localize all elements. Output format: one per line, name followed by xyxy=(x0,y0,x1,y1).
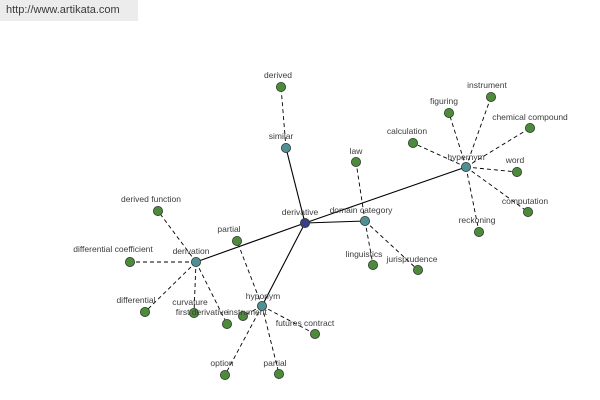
node-calculation[interactable] xyxy=(407,137,418,148)
edge-hypernym-calculation xyxy=(412,142,467,168)
node-label-hypernym[interactable]: hypernym xyxy=(447,152,484,162)
edge-hyponym-futures_contract xyxy=(261,305,316,335)
edge-derivative-similar xyxy=(285,147,306,224)
node-label-chemical_compound[interactable]: chemical compound xyxy=(492,112,568,122)
edge-hyponym-partial_d xyxy=(236,240,263,307)
edge-domain-jurisprudence xyxy=(364,220,419,271)
node-label-derivative[interactable]: derivative xyxy=(282,207,319,217)
node-label-linguistics[interactable]: linguistics xyxy=(346,249,383,259)
source-url-banner[interactable]: http://www.artikata.com xyxy=(0,0,138,21)
edge-hypernym-instrument_h xyxy=(465,96,492,168)
node-label-derived_function[interactable]: derived function xyxy=(121,194,181,204)
edge-derivative-hypernym xyxy=(304,166,467,224)
edge-derivation-first_derivative xyxy=(195,261,228,325)
node-label-derivation[interactable]: derivation xyxy=(173,246,210,256)
node-differential[interactable] xyxy=(139,306,150,317)
node-label-similar[interactable]: similar xyxy=(269,131,294,141)
node-label-option[interactable]: option xyxy=(210,358,233,368)
node-label-domain[interactable]: domain category xyxy=(330,205,394,215)
node-hyponym[interactable] xyxy=(256,300,267,311)
node-label-law[interactable]: law xyxy=(350,146,364,156)
node-chemical_compound[interactable] xyxy=(525,123,536,134)
edge-derivation-curvature xyxy=(193,261,197,314)
edge-hypernym-word xyxy=(465,166,518,173)
edge-domain-law xyxy=(355,161,366,222)
node-partial_y[interactable] xyxy=(273,368,284,379)
node-futures_contract[interactable] xyxy=(309,328,320,339)
node-label-word[interactable]: word xyxy=(505,155,525,165)
node-instrument_y[interactable] xyxy=(237,310,248,321)
node-label-instrument_h[interactable]: instrument xyxy=(467,80,507,90)
node-label-instrument_y[interactable]: instrument xyxy=(227,307,267,317)
edge-derivative-derivation xyxy=(195,222,306,263)
node-label-first_derivative[interactable]: first derivative xyxy=(176,307,229,317)
edge-derivative-hyponym xyxy=(261,222,306,307)
node-label-derived[interactable]: derived xyxy=(264,70,292,80)
edge-hypernym-figuring xyxy=(448,112,467,168)
node-option[interactable] xyxy=(219,369,230,380)
node-label-differential_coefficient[interactable]: differential coefficient xyxy=(73,244,153,254)
node-jurisprudence[interactable] xyxy=(412,264,423,275)
node-label-calculation[interactable]: calculation xyxy=(387,126,427,136)
edge-hypernym-chemical_compound xyxy=(465,127,531,168)
node-instrument_h[interactable] xyxy=(485,92,496,103)
edge-derivation-derived_function xyxy=(157,210,197,263)
node-figuring[interactable] xyxy=(443,108,454,119)
node-derivative[interactable] xyxy=(299,217,310,228)
node-partial_d[interactable] xyxy=(231,235,242,246)
node-label-computation[interactable]: computation xyxy=(502,196,549,206)
edge-hyponym-option xyxy=(224,305,263,376)
node-word[interactable] xyxy=(512,166,523,177)
node-label-hyponym[interactable]: hyponym xyxy=(246,291,281,301)
node-reckoning[interactable] xyxy=(473,226,484,237)
edge-hypernym-computation xyxy=(465,166,529,213)
node-label-figuring[interactable]: figuring xyxy=(430,96,458,106)
edge-hyponym-partial_y xyxy=(261,305,280,375)
edge-similar-derived xyxy=(280,86,287,149)
node-label-differential[interactable]: differential xyxy=(116,295,155,305)
node-derivation[interactable] xyxy=(190,256,201,267)
node-first_derivative[interactable] xyxy=(221,318,232,329)
node-similar[interactable] xyxy=(280,142,291,153)
node-label-jurisprudence[interactable]: jurisprudence xyxy=(385,254,437,264)
node-label-reckoning[interactable]: reckoning xyxy=(459,215,496,225)
node-domain[interactable] xyxy=(359,215,370,226)
node-computation[interactable] xyxy=(523,206,534,217)
node-derived_function[interactable] xyxy=(152,205,163,216)
node-linguistics[interactable] xyxy=(367,259,378,270)
node-differential_coefficient[interactable] xyxy=(125,256,136,267)
node-label-futures_contract[interactable]: futures contract xyxy=(276,318,335,328)
edge-derivation-differential xyxy=(144,261,197,313)
node-label-curvature[interactable]: curvature xyxy=(172,297,208,307)
edge-domain-linguistics xyxy=(364,220,374,266)
node-label-partial_y[interactable]: partial xyxy=(263,358,286,368)
edge-derivative-domain xyxy=(304,220,366,224)
node-label-partial_d[interactable]: partial xyxy=(217,224,240,234)
node-hypernym[interactable] xyxy=(460,161,471,172)
node-law[interactable] xyxy=(350,156,361,167)
node-derived[interactable] xyxy=(275,82,286,93)
node-curvature[interactable] xyxy=(188,307,199,318)
